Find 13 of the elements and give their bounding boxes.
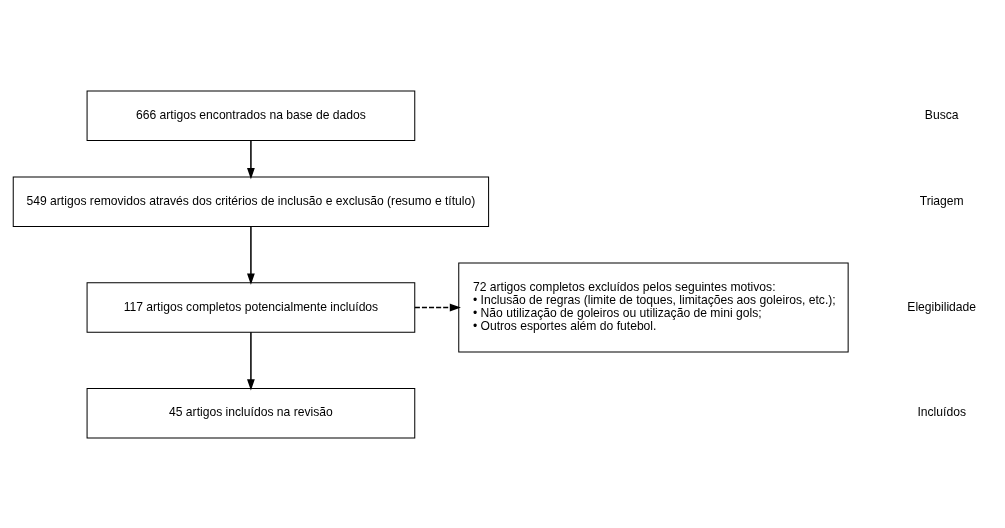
node-box: 549 artigos removidos através dos critérios de inclusão e exclusão (resumo e título) bbox=[12, 176, 490, 227]
arrow bbox=[247, 331, 255, 390]
arrow bbox=[414, 303, 461, 311]
node-box: 666 artigos encontrados na base de dados bbox=[86, 90, 416, 141]
label: Incluídos bbox=[917, 404, 966, 419]
arrow bbox=[247, 225, 255, 285]
arrow bbox=[247, 139, 255, 179]
label: Triagem bbox=[919, 193, 964, 208]
label: Elegibilidade bbox=[907, 299, 977, 314]
label: Busca bbox=[924, 107, 959, 122]
node-box: 117 artigos completos potencialmente incluídos bbox=[86, 281, 416, 333]
node-box: 72 artigos completos excluídos pelos seguintes motivos: • Inclusão de regras (limite de toques, limitações aos goleiros, etc.); • Não utilização de goleiros ou utilização de mini gols; • Outros esportes além do futebol. bbox=[458, 261, 849, 352]
node-box: 45 artigos incluídos na revisão bbox=[86, 387, 416, 438]
